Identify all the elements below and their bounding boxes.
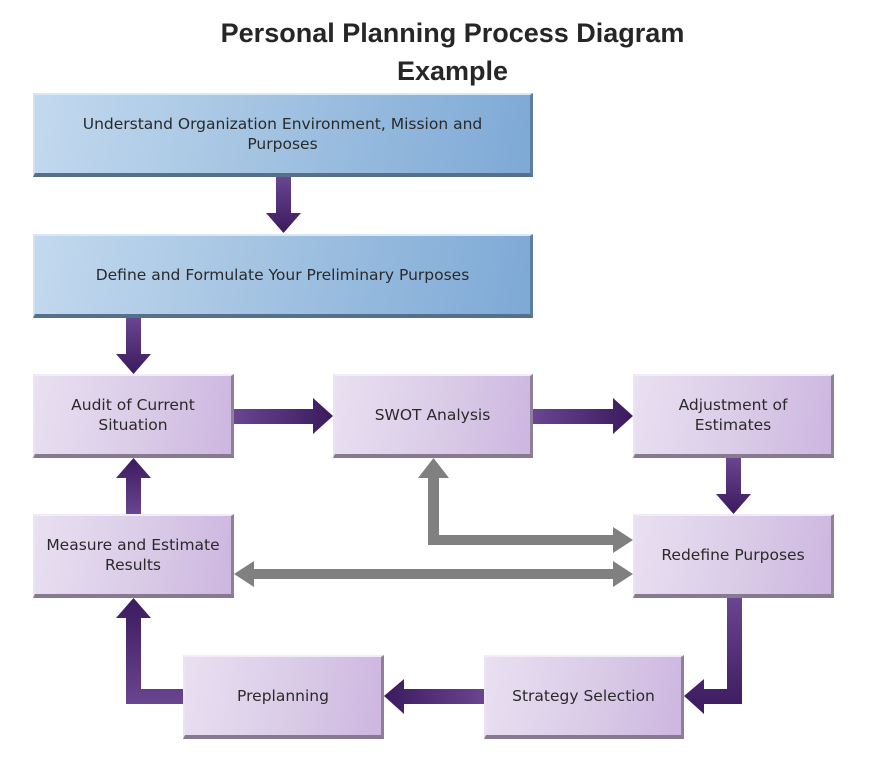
- node-understand[interactable]: Understand Organization Environment, Mis…: [33, 93, 533, 177]
- node-measure[interactable]: Measure and Estimate Results: [33, 514, 234, 598]
- title-line-1: Personal Planning Process Diagram: [220, 18, 685, 48]
- node-adjust[interactable]: Adjustment of Estimates: [633, 374, 834, 458]
- node-define-label: Define and Formulate Your Preliminary Pu…: [95, 266, 470, 284]
- arrow-define-to-audit: [116, 318, 151, 374]
- node-audit[interactable]: Audit of Current Situation: [33, 374, 234, 458]
- node-define[interactable]: Define and Formulate Your Preliminary Pu…: [33, 234, 533, 318]
- arrow-understand-to-define: [266, 177, 301, 233]
- node-preplanning[interactable]: Preplanning: [183, 655, 384, 739]
- arrow-strategy-to-preplanning: [384, 679, 484, 714]
- node-strategy-label: Strategy Selection: [512, 687, 655, 705]
- arrow-adjust-to-redefine: [716, 458, 751, 514]
- node-redefine-label: Redefine Purposes: [661, 546, 805, 564]
- title-line-2: Example: [396, 56, 509, 86]
- node-redefine[interactable]: Redefine Purposes: [633, 514, 834, 598]
- arrow-audit-to-swot: [234, 398, 333, 434]
- feedback-arrow-swot-redefine: [418, 458, 633, 553]
- node-swot[interactable]: SWOT Analysis: [333, 374, 533, 458]
- node-preplanning-label: Preplanning: [237, 687, 329, 705]
- arrow-preplanning-to-measure: [116, 598, 184, 704]
- feedback-arrow-measure-redefine: [234, 561, 633, 587]
- node-swot-label: SWOT Analysis: [374, 406, 491, 424]
- arrow-swot-to-adjust: [533, 398, 633, 434]
- arrow-measure-to-audit: [116, 458, 151, 514]
- node-audit-label: Audit of Current Situation: [71, 396, 195, 434]
- arrow-redefine-to-strategy: [684, 598, 742, 714]
- diagram-title: Personal Planning Process Diagram Exampl…: [0, 14, 875, 90]
- node-understand-label: Understand Organization Environment, Mis…: [82, 115, 483, 153]
- node-strategy[interactable]: Strategy Selection: [484, 655, 684, 739]
- node-measure-label: Measure and Estimate Results: [46, 536, 220, 574]
- node-adjust-label: Adjustment of Estimates: [678, 396, 788, 434]
